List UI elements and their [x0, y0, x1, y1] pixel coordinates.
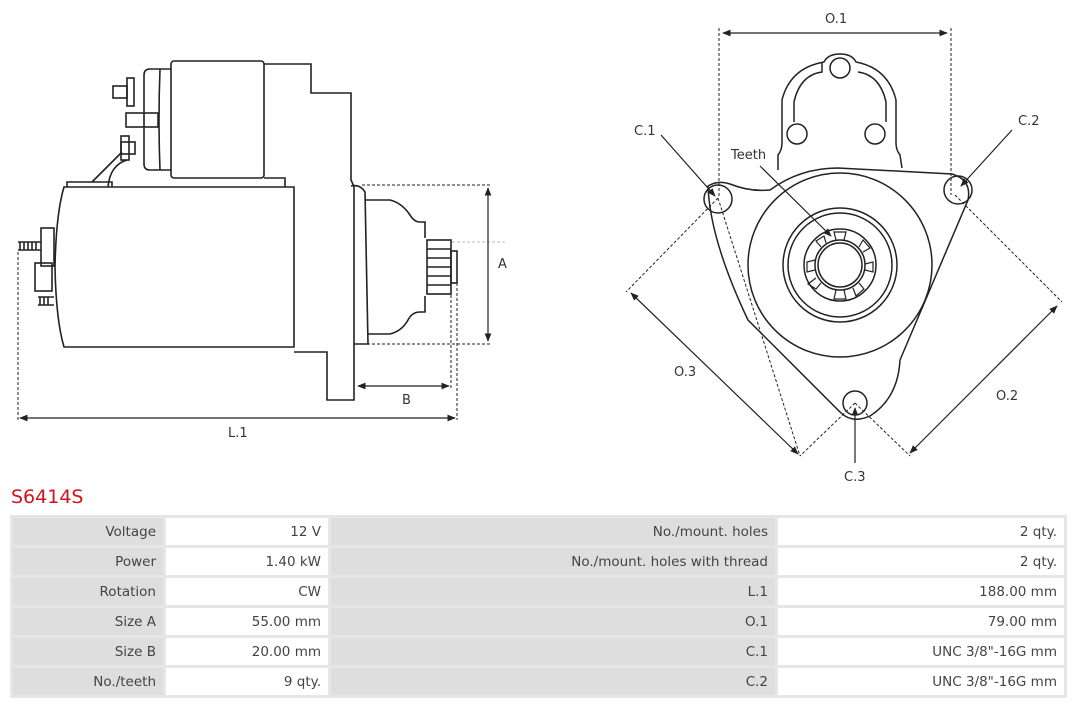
- mounting-flange: [707, 167, 970, 420]
- side-view-drawing: A B L.1: [17, 60, 507, 441]
- spec-value: 12 V: [166, 518, 328, 545]
- spec-value: 55.00 mm: [166, 608, 328, 635]
- spec-label: L.1: [331, 578, 775, 605]
- spec-value: 188.00 mm: [778, 578, 1064, 605]
- dimension-label-o3: O.3: [674, 365, 696, 380]
- spec-label: Rotation: [13, 578, 163, 605]
- drive-housing: [264, 63, 355, 401]
- table-row: No./teeth 9 qty. C.2 UNC 3/8"-16G mm: [13, 668, 1064, 695]
- table-row: Power 1.40 kW No./mount. holes with thre…: [13, 548, 1064, 575]
- table-row: Rotation CW L.1 188.00 mm: [13, 578, 1064, 605]
- spec-label: No./mount. holes: [331, 518, 775, 545]
- pinion-teeth: [806, 231, 874, 300]
- spec-value: 79.00 mm: [778, 608, 1064, 635]
- technical-drawing: A B L.1: [17, 12, 1063, 485]
- table-row: Voltage 12 V No./mount. holes 2 qty.: [13, 518, 1064, 545]
- spec-value: UNC 3/8"-16G mm: [778, 668, 1064, 695]
- spec-value: CW: [166, 578, 328, 605]
- spec-value: 2 qty.: [778, 518, 1064, 545]
- spec-label: Power: [13, 548, 163, 575]
- dimension-label-c2: C.2: [1018, 114, 1039, 129]
- rear-terminal: [40, 227, 55, 267]
- dimension-label-c3: C.3: [844, 470, 865, 485]
- spec-value: 2 qty.: [778, 548, 1064, 575]
- spec-value: UNC 3/8"-16G mm: [778, 638, 1064, 665]
- spec-label: Voltage: [13, 518, 163, 545]
- spec-label: C.1: [331, 638, 775, 665]
- spec-value: 1.40 kW: [166, 548, 328, 575]
- specifications-table: Voltage 12 V No./mount. holes 2 qty. Pow…: [10, 515, 1067, 698]
- dimension-label-b: B: [402, 393, 411, 408]
- motor-body: [54, 186, 295, 348]
- dimension-label-a: A: [498, 257, 507, 272]
- product-code-title: S6414S: [11, 486, 84, 508]
- spec-value: 9 qty.: [166, 668, 328, 695]
- spec-label: No./mount. holes with thread: [331, 548, 775, 575]
- spec-label: O.1: [331, 608, 775, 635]
- table-row: Size B 20.00 mm C.1 UNC 3/8"-16G mm: [13, 638, 1064, 665]
- spec-label: Size B: [13, 638, 163, 665]
- dimension-label-l1: L.1: [228, 426, 248, 441]
- front-view-drawing: O.1 C.1 C.2 Teeth O.3 O.2 C.3: [625, 12, 1063, 485]
- solenoid: [170, 60, 265, 179]
- spec-label: C.2: [331, 668, 775, 695]
- table-row: Size A 55.00 mm O.1 79.00 mm: [13, 608, 1064, 635]
- spec-label: Size A: [13, 608, 163, 635]
- spec-label: No./teeth: [13, 668, 163, 695]
- dimension-label-o1: O.1: [825, 12, 847, 27]
- spec-value: 20.00 mm: [166, 638, 328, 665]
- dimension-label-teeth: Teeth: [730, 148, 766, 163]
- dimension-label-c1: C.1: [634, 124, 655, 139]
- dimension-label-o2: O.2: [996, 389, 1018, 404]
